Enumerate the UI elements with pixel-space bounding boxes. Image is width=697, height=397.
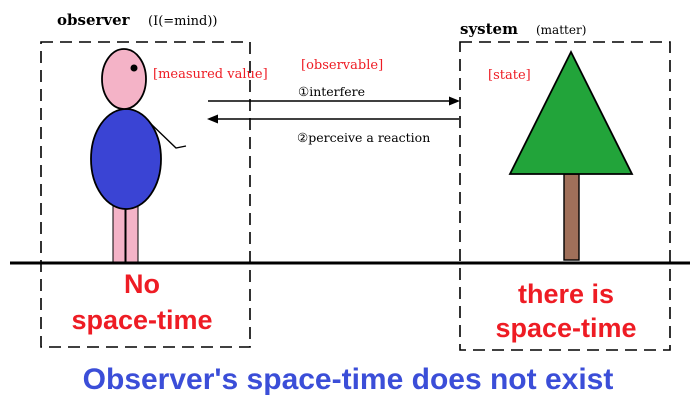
footer-caption: Observer's space-time does not exist <box>83 363 614 396</box>
step2-label: ②perceive a reaction <box>297 130 430 145</box>
tree-figure <box>510 52 632 260</box>
step1-label: ①interfere <box>298 84 365 99</box>
observer-title: observer <box>57 11 131 29</box>
measured-value-label: [measured value] <box>153 67 268 82</box>
state-label: [state] <box>488 68 531 83</box>
observer-eye <box>131 65 138 72</box>
system-subtitle: (matter) <box>536 23 586 37</box>
reaction-arrow <box>207 115 459 124</box>
system-there-is-label: there is <box>518 279 614 309</box>
tree-trunk <box>564 174 579 260</box>
system-space-time-label: space-time <box>495 313 636 343</box>
observer-no-label: No <box>124 269 160 299</box>
observer-subtitle: (I(=mind)) <box>148 14 218 29</box>
observer-head <box>102 49 146 109</box>
system-title: system <box>460 20 518 38</box>
observer-space-time-label: space-time <box>71 305 212 335</box>
observable-label: [observable] <box>301 58 383 73</box>
